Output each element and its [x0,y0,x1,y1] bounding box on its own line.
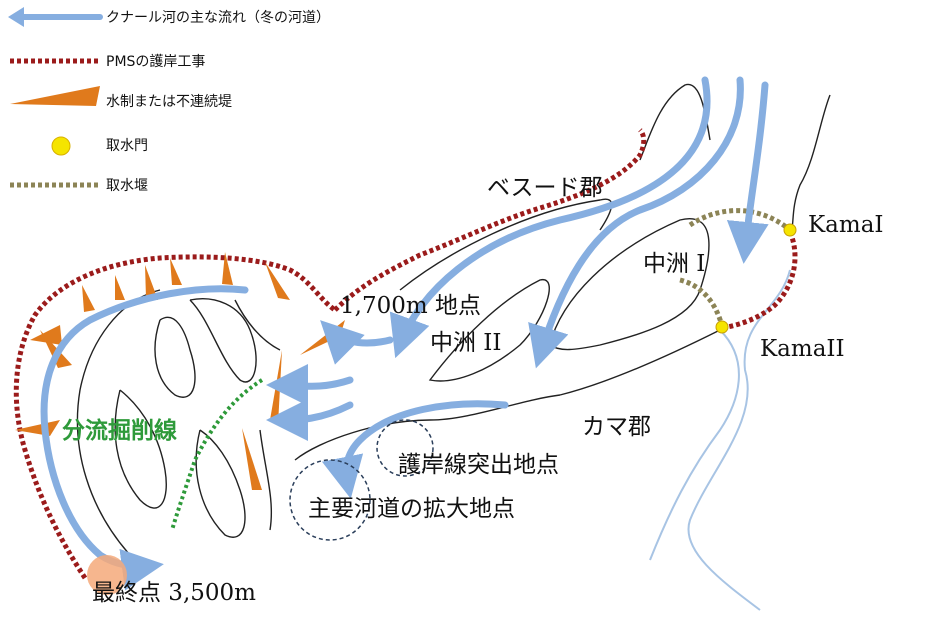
legend-label-pms-revetment: PMSの護岸工事 [106,54,205,70]
legend-label-intake-gate: 取水門 [106,138,148,154]
label-protrusion-point: 護岸線突出地点 [398,452,559,478]
meander-c [234,299,281,351]
flow-arrow-besud-upper [389,76,711,359]
label-kama-district: カマ郡 [582,414,651,440]
label-sandbar-1: 中洲 I [643,251,705,277]
river-edge-east-outer [687,269,791,611]
legend: クナール河の主な流れ（冬の河道） PMSの護岸工事 水制または不連続堤 取水門 … [8,7,330,194]
legend-intake-gate-circle-icon [51,136,71,156]
legend-item-intake-weir: 取水堰 [10,178,148,194]
legend-label-winter-flow: クナール河の主な流れ（冬の河道） [106,10,330,26]
spur-dike-6 [145,265,158,300]
north-bank-line [639,83,711,161]
legend-item-pms-revetment: PMSの護岸工事 [10,54,205,70]
label-besud-district: ベスード郡 [487,175,602,201]
sandbar-1-outline [549,218,710,351]
label-diversion-line: 分流掘削線 [62,417,177,444]
spur-dike-2 [30,325,62,345]
meander-b [189,298,257,383]
spur-dike-4 [82,285,95,312]
meander-e [195,429,246,538]
label-kama-1: KamaI [808,212,884,238]
intake-gates [715,223,797,334]
flow-arrow-west-loop [40,285,249,591]
spur-dike-9 [265,262,290,300]
meander-a [154,316,196,398]
label-sandbar-2: 中洲 II [430,330,501,356]
central-channel-line [399,198,613,291]
sandbar-2-outline [428,279,550,382]
flow-arrow-south [321,400,509,499]
pms-revetment [13,128,798,580]
flow-arrow-1700 [320,320,394,365]
kama-bank-line [559,329,721,396]
meander-f [259,429,273,531]
label-expansion-point: 主要河道の拡大地点 [308,496,515,522]
weir-upper [688,208,792,232]
revetment-kama [721,231,798,331]
legend-spur-dike-wedge-icon [10,86,100,106]
flow-arrow-center [528,76,744,369]
meander-d [114,389,167,509]
intake-gate-kama-1-icon [783,223,797,237]
flow-arrow-east [726,81,769,264]
spur-dikes [15,252,345,490]
legend-flow-arrowhead-icon [8,7,24,27]
legend-item-spur-dike: 水制または不連続堤 [10,86,232,110]
river-edge-east [649,329,740,561]
diversion-dotted-line [170,378,264,531]
flow-arrow-inner-1 [266,364,354,407]
intake-gate-kama-2-icon [715,320,729,334]
spur-dike-7 [170,258,182,285]
label-kama-2: KamaII [760,336,845,362]
spur-dike-8 [222,252,233,285]
legend-item-winter-flow: クナール河の主な流れ（冬の河道） [8,7,330,27]
flow-arrow-inner-2 [266,398,354,441]
legend-label-spur-dike: 水制または不連続堤 [106,93,232,110]
spur-dike-12 [242,428,262,490]
label-1700-point: 1,700m 地点 [340,293,481,319]
east-ridge-line [789,94,831,231]
protrusion-point-circle-icon [376,419,434,477]
final-point-marker-icon [87,555,127,595]
intake-weir-lines [679,208,792,327]
expansion-point-circle-icon [289,459,371,541]
legend-item-intake-gate: 取水門 [51,136,148,156]
main-flow-arrows [40,76,769,591]
legend-label-intake-weir: 取水堰 [106,178,148,194]
weir-lower [679,277,725,327]
loop-south-line [294,394,561,461]
label-final-point: 最終点 3,500m [92,580,256,606]
river-edges [649,269,791,611]
revetment-besud [333,128,647,312]
spur-dike-1 [15,420,60,436]
spur-dike-5 [115,275,125,300]
